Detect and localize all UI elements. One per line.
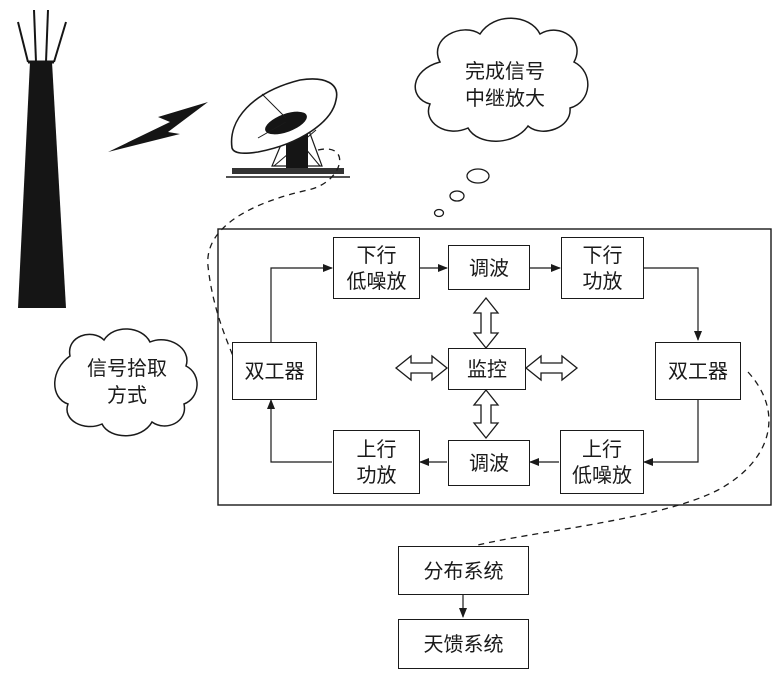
monitor-box: 监控 (448, 348, 526, 390)
duplexer-right-box: 双工器 (655, 342, 741, 400)
modulator-top-box: 调波 (448, 245, 530, 290)
uplink-lna-box: 上行 低噪放 (560, 430, 644, 494)
pickup-cloud-label: 信号拾取 方式 (87, 356, 167, 407)
uplink-pa-box: 上行 功放 (333, 430, 420, 494)
pickup-cloud-shape (54, 328, 198, 437)
duplexer-left-box: 双工器 (232, 342, 317, 400)
antenna-feeder-system-box: 天馈系统 (398, 619, 529, 669)
monitor-link-arrows (394, 296, 579, 440)
tower-icon (17, 9, 67, 308)
distribution-system-box: 分布系统 (398, 546, 529, 595)
signal-flow-lines (267, 264, 702, 618)
thought-bubble-icon (414, 17, 589, 218)
modulator-bottom-box: 调波 (448, 440, 530, 486)
satellite-dish-icon (226, 78, 350, 178)
pickup-dashed-links (207, 148, 770, 547)
repeater-unit-frame (217, 228, 772, 506)
downlink-pa-box: 下行 功放 (561, 237, 644, 299)
relay-cloud-label: 完成信号 中继放大 (465, 59, 545, 110)
downlink-lna-box: 下行 低噪放 (333, 237, 420, 299)
lightning-icon (108, 102, 208, 152)
